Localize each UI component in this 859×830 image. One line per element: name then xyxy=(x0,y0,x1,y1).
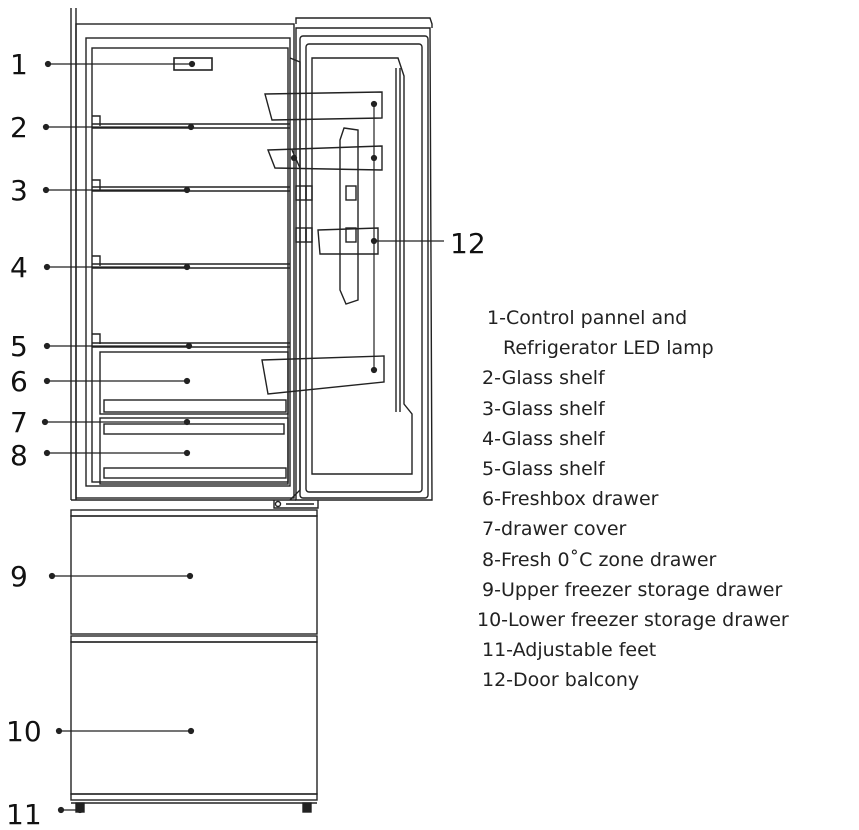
legend-item: 3-Glass shelf xyxy=(482,397,605,420)
upper-freezer-drawer xyxy=(70,515,318,635)
fridge-compartment-outline xyxy=(75,23,295,499)
callout-3: 3 xyxy=(10,174,28,207)
legend-item: 1-Control pannel and xyxy=(487,307,688,329)
legend-item: 8-Fresh 0˚C zone drawer xyxy=(482,548,717,571)
callout-7: 7 xyxy=(10,406,28,439)
legend-item: 11-Adjustable feet xyxy=(482,639,657,662)
parts-legend: 1-Control pannel and Refrigerator LED la… xyxy=(477,303,789,696)
callout-10: 10 xyxy=(6,715,42,748)
callout-2: 2 xyxy=(10,111,28,144)
legend-item: Refrigerator LED lamp xyxy=(503,337,714,360)
legend-item: 5-Glass shelf xyxy=(482,458,605,481)
callout-numbers: 1 2 3 4 5 6 7 8 9 10 11 12 xyxy=(6,48,486,830)
legend-item: 4-Glass shelf xyxy=(482,427,605,450)
callout-4: 4 xyxy=(10,251,28,284)
legend-item: 9-Upper freezer storage drawer xyxy=(482,578,783,601)
callout-1: 1 xyxy=(10,48,28,81)
leader-lines xyxy=(41,60,444,814)
callout-5: 5 xyxy=(10,330,28,363)
legend-item: 2-Glass shelf xyxy=(482,367,605,390)
lower-freezer-drawer xyxy=(70,641,318,795)
legend-item: 10-Lower freezer storage drawer xyxy=(477,609,789,632)
legend-item: 12-Door balcony xyxy=(482,669,640,692)
callout-12: 12 xyxy=(450,227,486,260)
legend-item: 7-drawer cover xyxy=(482,518,627,541)
refrigerator-drawing xyxy=(70,8,433,813)
legend-item: 6-Freshbox drawer xyxy=(482,488,659,511)
callout-8: 8 xyxy=(10,439,28,472)
callout-6: 6 xyxy=(10,365,28,398)
adjustable-foot-right xyxy=(302,802,312,813)
callout-11: 11 xyxy=(6,798,42,830)
callout-9: 9 xyxy=(10,560,28,593)
